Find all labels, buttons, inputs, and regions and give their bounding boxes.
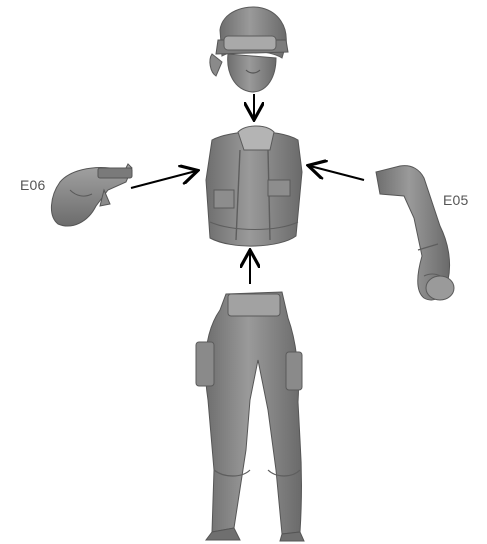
part-label-right-arm: E05	[443, 192, 469, 208]
left-arm-blaster-part	[51, 164, 132, 226]
legs-part	[196, 292, 304, 541]
arrow-left-arm-to-torso	[131, 171, 196, 188]
part-label-left-arm: E06	[20, 177, 46, 193]
torso-part	[206, 126, 302, 246]
right-arm-part	[376, 166, 454, 300]
head-part	[210, 7, 288, 92]
arrow-right-arm-to-torso	[310, 166, 364, 180]
